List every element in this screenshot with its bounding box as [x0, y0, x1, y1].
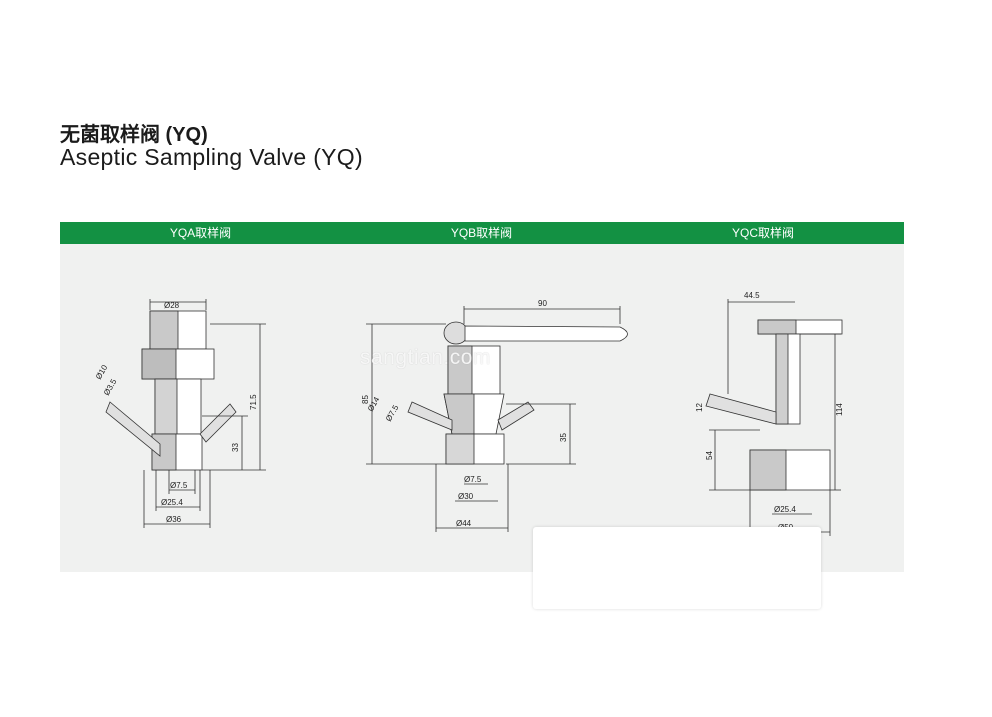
column-title-yqc: YQC取样阀 [731, 226, 794, 240]
yqa-label-d-small: Ø7.5 [170, 481, 188, 490]
column-title-yqa: YQA取样阀 [169, 226, 232, 240]
yqc-label-h-lower: 54 [705, 451, 714, 460]
yqc-label-d-mid: Ø25.4 [774, 505, 796, 514]
yqa-label-h-lower: 33 [231, 443, 240, 452]
overlay-box [533, 527, 821, 609]
drawing-panel: Ø28 Ø10 Ø3.5 71.5 33 Ø7.5 Ø25.4 Ø36 90 Ø… [60, 244, 904, 572]
yqa-label-d-inlet: Ø10 [94, 363, 110, 381]
page-title-en: Aseptic Sampling Valve (YQ) [60, 144, 363, 170]
yqa-label-d-base: Ø36 [166, 515, 182, 524]
yqc-drawing [705, 299, 843, 536]
yqc-label-width: 44.5 [744, 291, 760, 300]
yqa-drawing [105, 299, 266, 528]
yqa-label-d-bore: Ø3.5 [102, 377, 119, 397]
table-header: YQA取样阀 YQB取样阀 YQC取样阀 [60, 222, 904, 244]
yqb-label-width: 90 [538, 299, 547, 308]
yqb-drawing [366, 306, 628, 532]
yqb-label-h-lower: 35 [559, 433, 568, 442]
yqc-label-h-total: 114 [835, 403, 844, 416]
yqb-label-d-base: Ø44 [456, 519, 472, 528]
column-title-yqb: YQB取样阀 [450, 226, 513, 240]
yqc-label-inlet: 12 [695, 403, 704, 412]
yqb-label-h-total: 85 [361, 395, 370, 404]
yqb-label-d-mid: Ø30 [458, 492, 474, 501]
yqb-label-d-bore: Ø7.5 [384, 403, 401, 423]
yqa-label-d-top: Ø28 [164, 301, 180, 310]
yqb-label-d-small: Ø7.5 [464, 475, 482, 484]
technical-drawings: Ø28 Ø10 Ø3.5 71.5 33 Ø7.5 Ø25.4 Ø36 90 Ø… [94, 291, 844, 536]
yqa-label-h-total: 71.5 [249, 394, 258, 410]
yqa-label-d-mid: Ø25.4 [161, 498, 183, 507]
watermark: sangtian.com [360, 346, 491, 369]
page-title-cn: 无菌取样阀 (YQ) [60, 124, 208, 146]
